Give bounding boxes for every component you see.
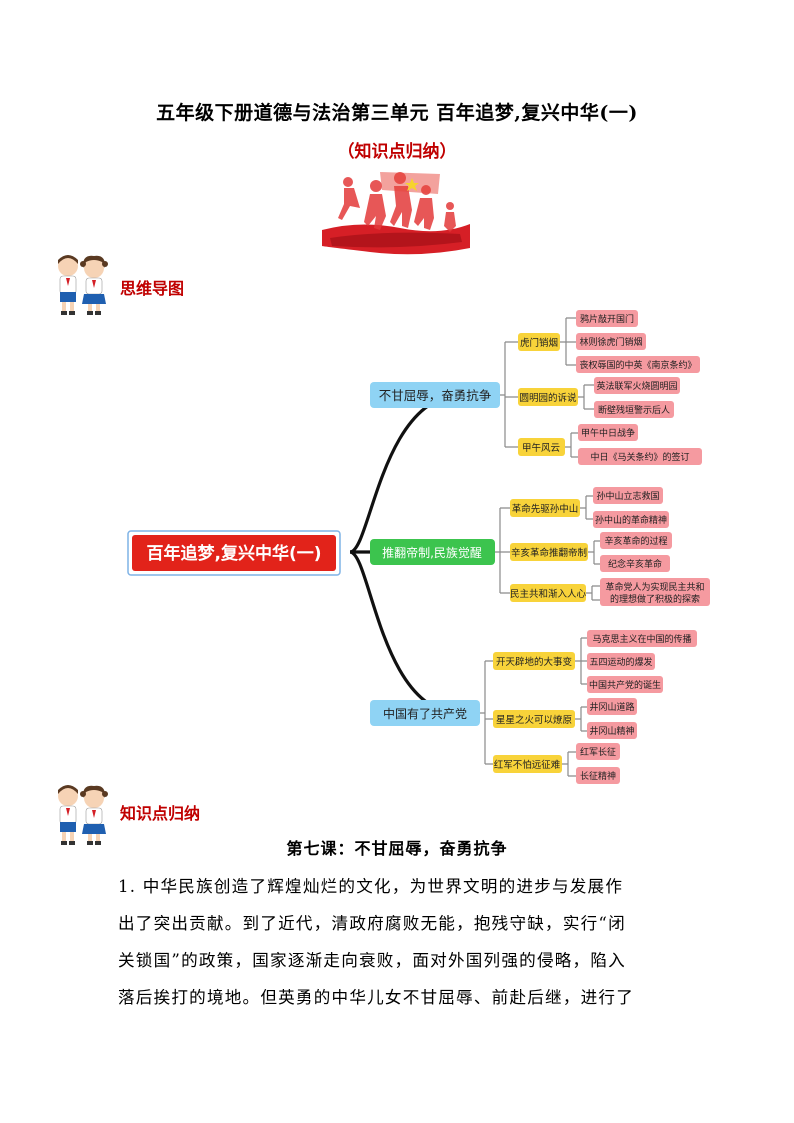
leaf-label: 中国共产党的诞生 — [589, 679, 661, 691]
leaf-label: 五四运动的爆发 — [589, 656, 652, 668]
paragraph-line: 关锁国”的政策，国家逐渐走向衰败，面对外国列强的侵略，陷入 — [118, 951, 626, 970]
sub-node-3-3 — [493, 755, 562, 773]
leaf-label: 红军长征 — [580, 746, 616, 758]
leaf-label: 孙中山立志救国 — [596, 490, 659, 502]
students-icon — [58, 785, 108, 845]
leaf-node — [587, 698, 637, 715]
branch-node-1 — [370, 382, 500, 408]
sub-label-2-1: 革命先驱孙中山 — [512, 503, 579, 515]
leaf-label: 井冈山精神 — [589, 725, 634, 737]
lesson-paragraph: 1. 中华民族创造了辉煌灿烂的文化，为世界文明的进步与发展作 出了突出贡献。到了… — [118, 868, 678, 1016]
leaf-label: 孙中山的革命精神 — [595, 514, 667, 526]
sub-node-1-3 — [518, 438, 565, 456]
branch2-sub-connectors — [495, 507, 510, 594]
leaf-label: 断壁残垣警示后人 — [598, 404, 670, 416]
branch-label-1: 不甘屈辱，奋勇抗争 — [379, 388, 492, 403]
leaf-label: 鸦片敲开国门 — [580, 313, 634, 325]
summary-section-label: 知识点归纳 — [120, 804, 201, 823]
root-node-label: 百年追梦,复兴中华(一) — [147, 543, 322, 564]
leaf-connectors-1a — [560, 317, 576, 366]
sub-node-2-1 — [510, 499, 580, 517]
leaf-label: 长征精神 — [580, 770, 616, 782]
leaf-node — [593, 487, 663, 504]
sub-node-3-2 — [493, 710, 575, 728]
sub-label-1-1: 虎门销烟 — [520, 337, 558, 349]
leaf-connectors-1c — [565, 432, 578, 458]
leaf-label: 林则徐虎门销烟 — [579, 336, 642, 348]
leaf-connectors-3b — [575, 706, 587, 732]
leaf-node — [576, 310, 638, 327]
leaf-node — [576, 767, 620, 784]
sub-label-3-1: 开天辟地的大事变 — [496, 656, 573, 668]
sub-label-3-2: 星星之火可以燎原 — [496, 714, 572, 726]
lesson-title: 第七课：不甘屈辱，奋勇抗争 — [286, 839, 508, 858]
leaf-node — [594, 401, 674, 418]
leaf-connectors-2c — [586, 585, 600, 601]
paragraph-line: 1. 中华民族创造了辉煌灿烂的文化，为世界文明的进步与发展作 — [118, 877, 624, 896]
leaf-node — [578, 424, 638, 441]
sub-node-2-2 — [510, 543, 588, 561]
leaf-label: 井冈山道路 — [589, 701, 634, 713]
leaf-node — [587, 630, 697, 647]
leaf-label: 纪念辛亥革命 — [608, 558, 662, 570]
sub-node-3-1 — [493, 652, 575, 670]
leaf-node — [594, 377, 680, 394]
leaf-connectors-2b — [588, 540, 600, 565]
students-icon — [58, 255, 108, 315]
leaf-connectors-3a — [575, 637, 587, 685]
sub-label-2-3: 民主共和渐入人心 — [510, 588, 587, 600]
runners-flag-illustration — [321, 172, 470, 255]
sub-label-2-2: 辛亥革命推翻帝制 — [511, 547, 587, 559]
sub-label-1-3: 甲午风云 — [522, 442, 560, 454]
page-title: 五年级下册道德与法治第三单元 百年追梦,复兴中华(一) — [156, 102, 638, 124]
sub-node-1-2 — [518, 388, 578, 406]
leaf-label: 甲午中日战争 — [581, 427, 635, 439]
leaf-node — [576, 743, 620, 760]
leaf-label: 马克思主义在中国的传播 — [592, 633, 691, 645]
leaf-connectors-2a — [580, 495, 593, 520]
leaf-label: 丧权辱国的中英《南京条约》 — [579, 359, 696, 371]
sub-node-2-3 — [510, 584, 586, 602]
mindmap-section-label: 思维导图 — [120, 279, 185, 298]
leaf-node — [587, 676, 663, 693]
branch-node-2 — [370, 539, 495, 565]
leaf-label: 中日《马关条约》的签订 — [590, 451, 689, 463]
leaf-label: 的理想做了积极的探索 — [610, 593, 700, 605]
leaf-node — [578, 448, 702, 465]
paragraph-line: 落后挨打的境地。但英勇的中华儿女不甘屈辱、前赴后继，进行了 — [118, 988, 635, 1007]
branch-label-3: 中国有了共产党 — [383, 706, 467, 721]
branch-label-2: 推翻帝制,民族觉醒 — [382, 545, 482, 560]
leaf-connectors-1b — [578, 384, 594, 410]
leaf-node — [593, 511, 669, 528]
sub-node-1-1 — [518, 333, 560, 351]
leaf-label: 辛亥革命的过程 — [604, 535, 667, 547]
leaf-node — [576, 333, 646, 350]
branch-node-3 — [370, 700, 480, 726]
sub-label-3-3: 红军不怕远征难 — [494, 759, 561, 771]
leaf-node — [587, 722, 637, 739]
leaf-node — [600, 578, 710, 606]
root-connector-bottom — [349, 550, 472, 715]
leaf-node — [600, 532, 672, 549]
leaf-connectors-3c — [562, 751, 576, 777]
paragraph-line: 出了突出贡献。到了近代，清政府腐败无能，抱残守缺，实行“闭 — [118, 914, 626, 933]
sub-label-1-2: 圆明园的诉说 — [519, 392, 577, 404]
page-subtitle: （知识点归纳） — [337, 142, 457, 162]
branch1-sub-connectors — [500, 341, 518, 448]
mind-map: 百年追梦,复兴中华(一) 不甘屈辱，奋勇抗争 推翻帝制,民族觉醒 中国有了共产党… — [127, 310, 710, 784]
leaf-label: 革命党人为实现民主共和 — [605, 581, 704, 593]
leaf-node — [587, 653, 655, 670]
leaf-label: 英法联军火烧圆明园 — [596, 380, 677, 392]
leaf-node — [600, 555, 670, 572]
leaf-node — [576, 356, 700, 373]
branch3-sub-connectors — [480, 660, 493, 765]
root-connector-top — [349, 393, 472, 554]
